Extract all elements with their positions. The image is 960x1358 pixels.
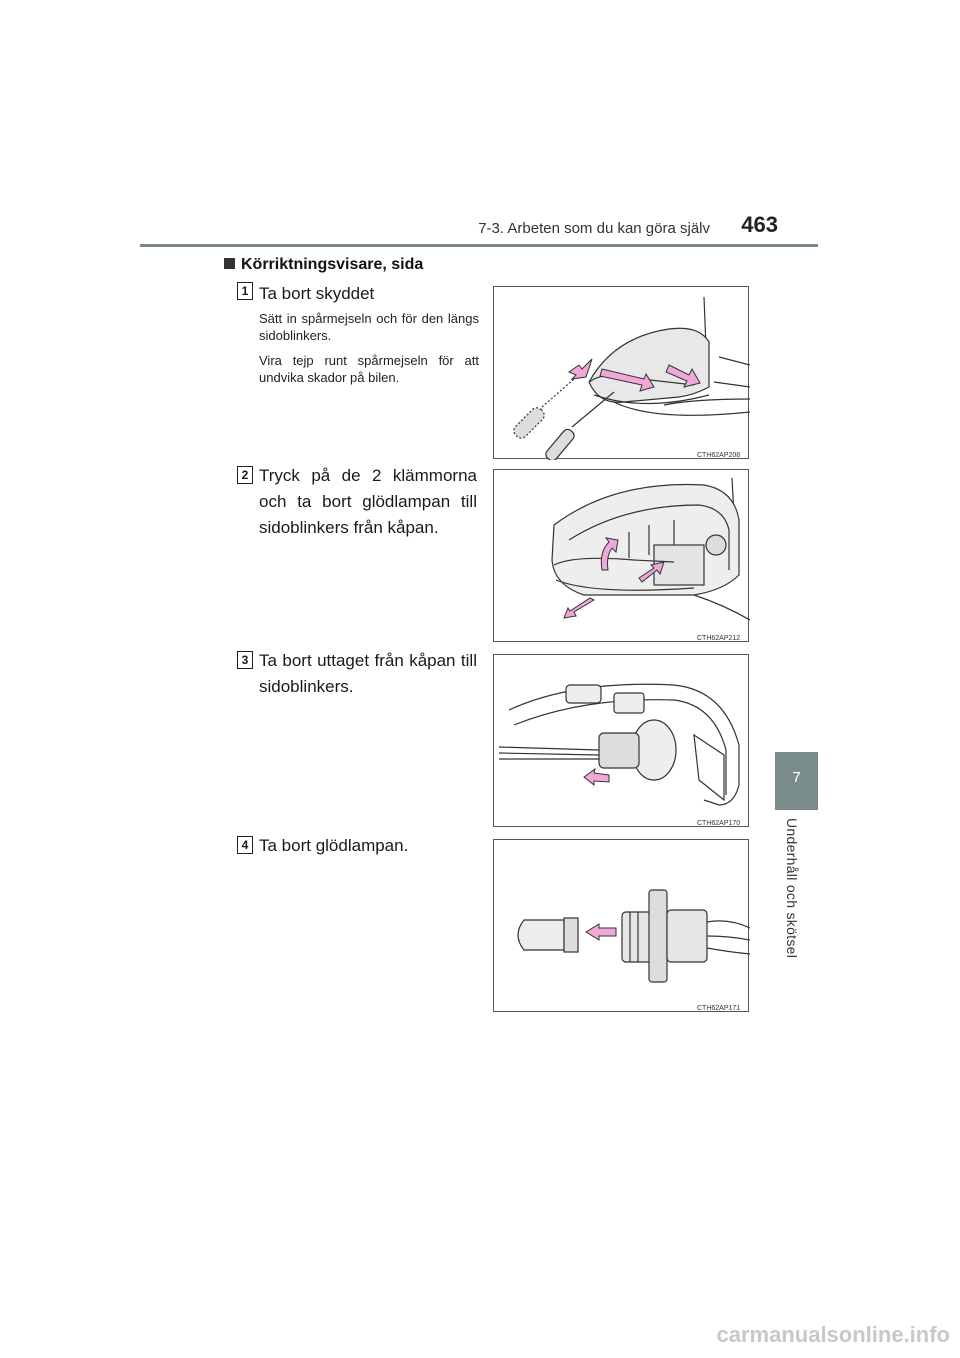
figure-code-2: CTH62AP212 [697,635,740,642]
page-header: 7-3. Arbeten som du kan göra själv 463 [140,212,818,247]
step-number-1: 1 [237,282,253,300]
square-bullet-icon [224,258,235,269]
step-number-3: 3 [237,651,253,669]
step-number-4: 4 [237,836,253,854]
step-note-1b: Vira tejp runt spårmejseln för att undvi… [259,353,479,385]
figure-code-1: CTH62AP208 [697,452,740,459]
page-number: 463 [741,212,778,237]
section-title: Körriktningsvisare, sida [224,256,423,274]
step-title-2: Tryck på de 2 klämmorna och ta bort glöd… [259,466,477,537]
step-title-3: Ta bort uttaget från kåpan till sidoblin… [259,651,477,696]
chapter-label: Underhåll och skötsel [784,818,800,959]
figure-remove-bulb: CTH62AP171 [493,839,750,1012]
step-title-4: Ta bort glödlampan. [259,836,409,855]
header-rule [140,244,818,247]
step-note-1a: Sätt in spårmejseln och för den längs si… [259,311,479,343]
step-number-2: 2 [237,466,253,484]
mirror-open-illustration: CTH62AP212 [551,477,750,642]
figure-remove-cover: CTH62AP208 [493,286,750,460]
figure-code-4: CTH62AP171 [697,1005,740,1012]
bulb-removal-illustration: CTH62AP171 [517,889,750,1012]
watermark: carmanualsonline.info [716,1322,951,1347]
figure-remove-bulb-holder: CTH62AP212 [493,469,750,642]
header-section-title: 7-3. Arbeten som du kan göra själv [478,220,710,237]
chapter-number: 7 [792,769,801,786]
figure-code-3: CTH62AP170 [697,820,740,827]
figure-remove-socket: CTH62AP170 [493,654,749,827]
socket-removal-illustration: CTH62AP170 [498,683,740,827]
step-title-1: Ta bort skyddet [259,284,375,303]
mirror-cover-illustration: CTH62AP208 [513,296,750,460]
section-title-text: Körriktningsvisare, sida [241,256,424,273]
chapter-tab[interactable]: 7 [775,752,818,810]
